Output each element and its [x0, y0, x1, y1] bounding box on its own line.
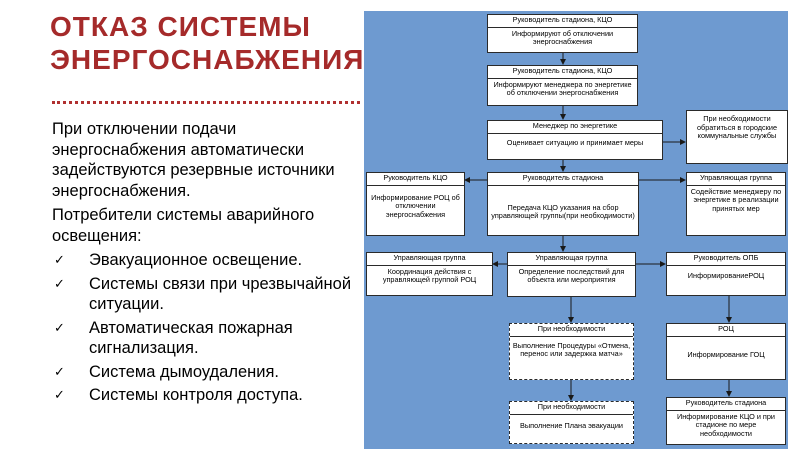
box-header: Управляющая группа — [687, 173, 785, 186]
flowchart-panel: Руководитель стадиона, КЦО Информируют о… — [364, 11, 788, 449]
step-match-procedure: При необходимости Выполнение Процедуры «… — [509, 323, 634, 380]
checkmark-icon: ✓ — [54, 252, 65, 267]
step-opb-manager: Руководитель ОПБ ИнформированиеРОЦ — [666, 252, 786, 296]
list-item: ✓ Система дымоудаления. — [52, 362, 362, 383]
box-header: При необходимости — [510, 324, 633, 337]
list-item: ✓ Системы контроля доступа. — [52, 385, 362, 406]
step-city-utilities: При необходимости обратиться в городские… — [686, 110, 788, 164]
title-divider — [52, 101, 360, 104]
box-body: Информируют об отключении энергоснабжени… — [511, 28, 614, 47]
box-body: При необходимости обратиться в городские… — [696, 114, 778, 141]
list-item-text: Эвакуационное освещение. — [89, 251, 303, 269]
box-body: ИнформированиеРОЦ — [687, 270, 765, 280]
box-header: Руководитель ОПБ — [667, 253, 785, 266]
box-body: Выполнение Процедуры «Отмена, перенос ил… — [512, 340, 631, 359]
step-management-group-coordination: Управляющая группа Координация действия … — [366, 252, 493, 296]
list-item-text: Системы контроля доступа. — [89, 386, 303, 404]
box-body: Информирование ГОЦ — [687, 349, 765, 359]
box-body: Информирование КЦО и при стадионе по мер… — [676, 411, 776, 438]
box-body: Информируют менеджера по энергетике об о… — [493, 79, 632, 98]
paragraph-reserve-sources: При отключении подачи энергоснабжения ав… — [52, 120, 335, 200]
step-roc: РОЦ Информирование ГОЦ — [666, 323, 786, 380]
step-management-group-support: Управляющая группа Содействие менеджеру … — [686, 172, 786, 236]
checkmark-icon: ✓ — [54, 275, 65, 291]
step-stadium-manager-final: Руководитель стадиона Информирование КЦО… — [666, 397, 786, 445]
step-stadium-manager-assemble: Руководитель стадиона Передача КЦО указа… — [487, 172, 639, 236]
box-header: Управляющая группа — [508, 253, 635, 266]
step-stadium-manager-notify: Руководитель стадиона, КЦО Информируют о… — [487, 14, 638, 53]
box-header: Руководитель КЦО — [367, 173, 464, 186]
step-energy-manager: Менеджер по энергетике Оценивает ситуаци… — [487, 120, 663, 160]
consumers-list: ✓ Эвакуационное освещение. ✓ Системы связи… — [52, 250, 362, 406]
box-body: Передача КЦО указания на сбор управляюще… — [491, 202, 635, 221]
checkmark-icon: ✓ — [54, 387, 65, 402]
box-body: Оценивает ситуацию и принимает меры — [506, 137, 644, 147]
box-header: РОЦ — [667, 324, 785, 337]
box-body: Определение последствий для объекта или … — [518, 266, 625, 285]
box-body: Содействие менеджеру по энергетике в реа… — [690, 186, 782, 213]
box-header: Руководитель стадиона, КЦО — [488, 66, 637, 79]
box-header: При необходимости — [510, 402, 633, 415]
slide-body-text: При отключении подачи энергоснабжения ав… — [52, 119, 362, 409]
box-header: Руководитель стадиона, КЦО — [488, 15, 637, 28]
box-body: Информирование РОЦ об отключении энергос… — [371, 192, 460, 219]
list-item: ✓ Автоматическая пожарная сигнализация. — [52, 318, 362, 359]
list-item-text: Системы связи при чрезвычайной ситуации. — [89, 274, 352, 314]
box-body: Координация действия с управляющей групп… — [382, 266, 477, 285]
list-item-text: Система дымоудаления. — [89, 362, 280, 381]
box-body: Выполнение Плана эвакуации — [520, 420, 623, 430]
slide-title: ОТКАЗ СИСТЕМЫ ЭНЕРГОСНАБЖЕНИЯ — [50, 10, 370, 76]
slide-title-line-2: ЭНЕРГОСНАБЖЕНИЯ — [50, 44, 365, 75]
step-inform-energy-manager: Руководитель стадиона, КЦО Информируют м… — [487, 65, 638, 106]
box-header: Менеджер по энергетике — [488, 121, 662, 134]
list-item: ✓ Эвакуационное освещение. — [52, 250, 362, 271]
checkmark-icon: ✓ — [54, 319, 65, 335]
box-header: Руководитель стадиона — [488, 173, 638, 186]
box-header: Управляющая группа — [367, 253, 492, 266]
checkmark-icon: ✓ — [54, 363, 65, 379]
step-management-group-consequences: Управляющая группа Определение последств… — [507, 252, 636, 297]
list-item-text: Автоматическая пожарная сигнализация. — [89, 318, 293, 358]
flowchart-connectors — [464, 53, 732, 401]
paragraph-consumers: Потребители системы аварийного освещения… — [52, 206, 315, 245]
box-header: Руководитель стадиона — [667, 398, 785, 411]
slide-title-line-1: ОТКАЗ СИСТЕМЫ — [50, 11, 311, 42]
list-item: ✓ Системы связи при чрезвычайной ситуации… — [52, 274, 362, 315]
step-evacuation-plan: При необходимости Выполнение Плана эваку… — [509, 401, 634, 444]
step-kco-manager: Руководитель КЦО Информирование РОЦ об о… — [366, 172, 465, 236]
